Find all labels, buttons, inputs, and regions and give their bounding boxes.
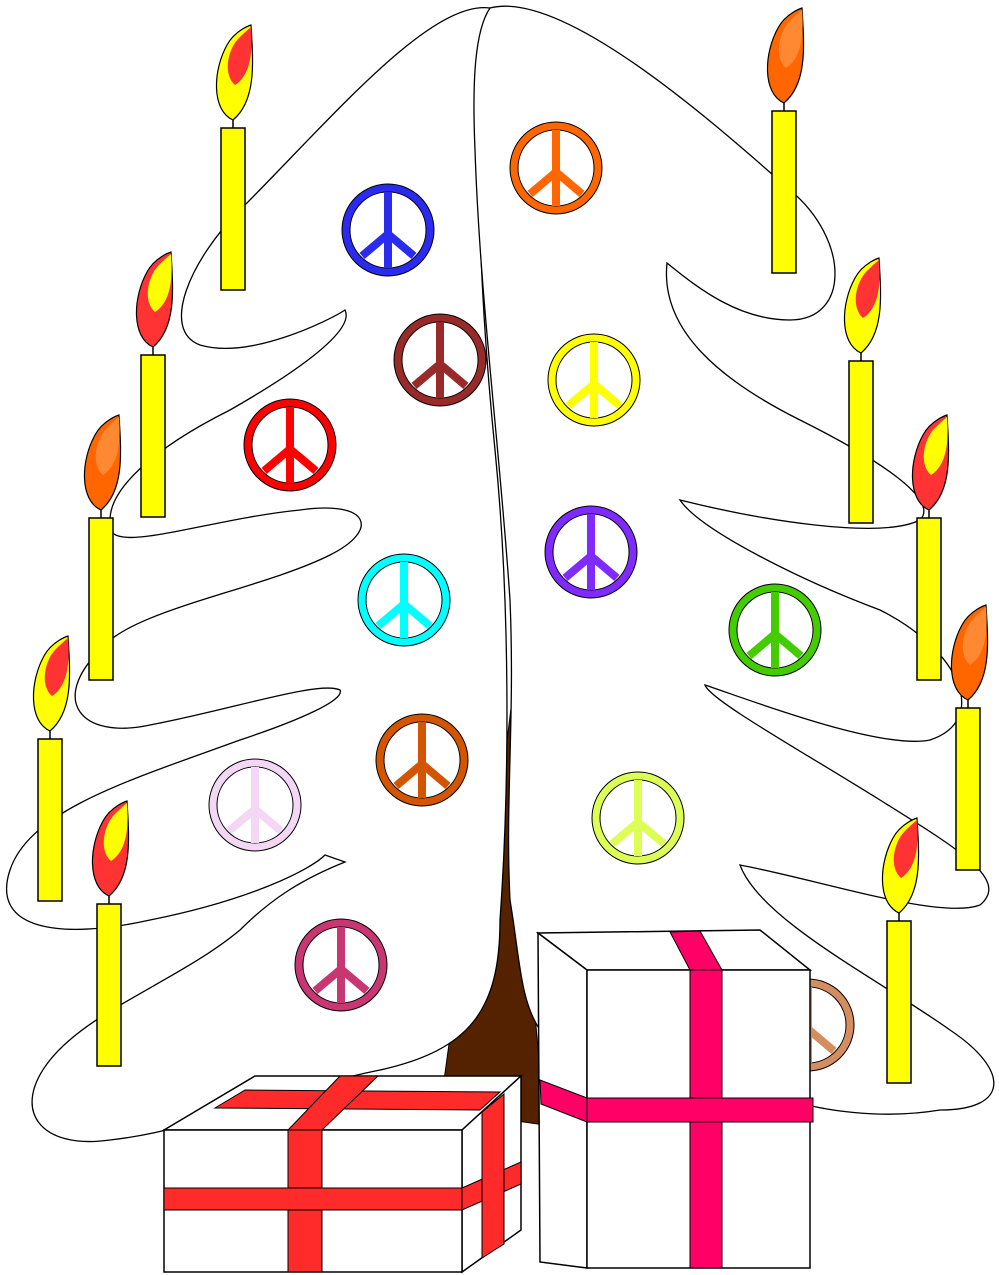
ribbon <box>586 1097 814 1123</box>
peace-sign-icon <box>547 333 641 427</box>
ribbon <box>481 1092 505 1259</box>
candle <box>32 635 71 902</box>
candles <box>32 7 989 1084</box>
peace-sign-icon <box>509 121 603 215</box>
candle <box>911 414 950 681</box>
ribbon <box>163 1187 463 1211</box>
peace-sign-icon <box>728 583 822 677</box>
candle <box>881 817 920 1084</box>
ribbon <box>539 1079 588 1123</box>
peace-sign-icon <box>357 553 451 647</box>
peace-sign-ornaments <box>208 121 855 1072</box>
peace-sign-icon <box>393 313 487 407</box>
peace-sign-icon <box>544 505 638 599</box>
gift-right <box>535 929 814 1269</box>
candle <box>135 251 174 518</box>
candle <box>766 7 805 274</box>
peace-sign-icon <box>341 183 435 277</box>
candle <box>950 604 989 871</box>
tree <box>5 5 995 1143</box>
tree-left-half <box>5 7 508 1143</box>
candle <box>83 414 122 681</box>
peace-sign-icon <box>591 771 685 865</box>
candle <box>843 257 882 524</box>
ribbon <box>213 1089 502 1111</box>
candle <box>215 24 254 291</box>
peace-sign-icon <box>208 758 302 852</box>
peace-sign-icon <box>243 398 337 492</box>
candle <box>91 800 130 1067</box>
peace-sign-icon <box>375 713 469 807</box>
gift-left <box>161 1074 523 1274</box>
peace-sign-icon <box>294 918 388 1012</box>
